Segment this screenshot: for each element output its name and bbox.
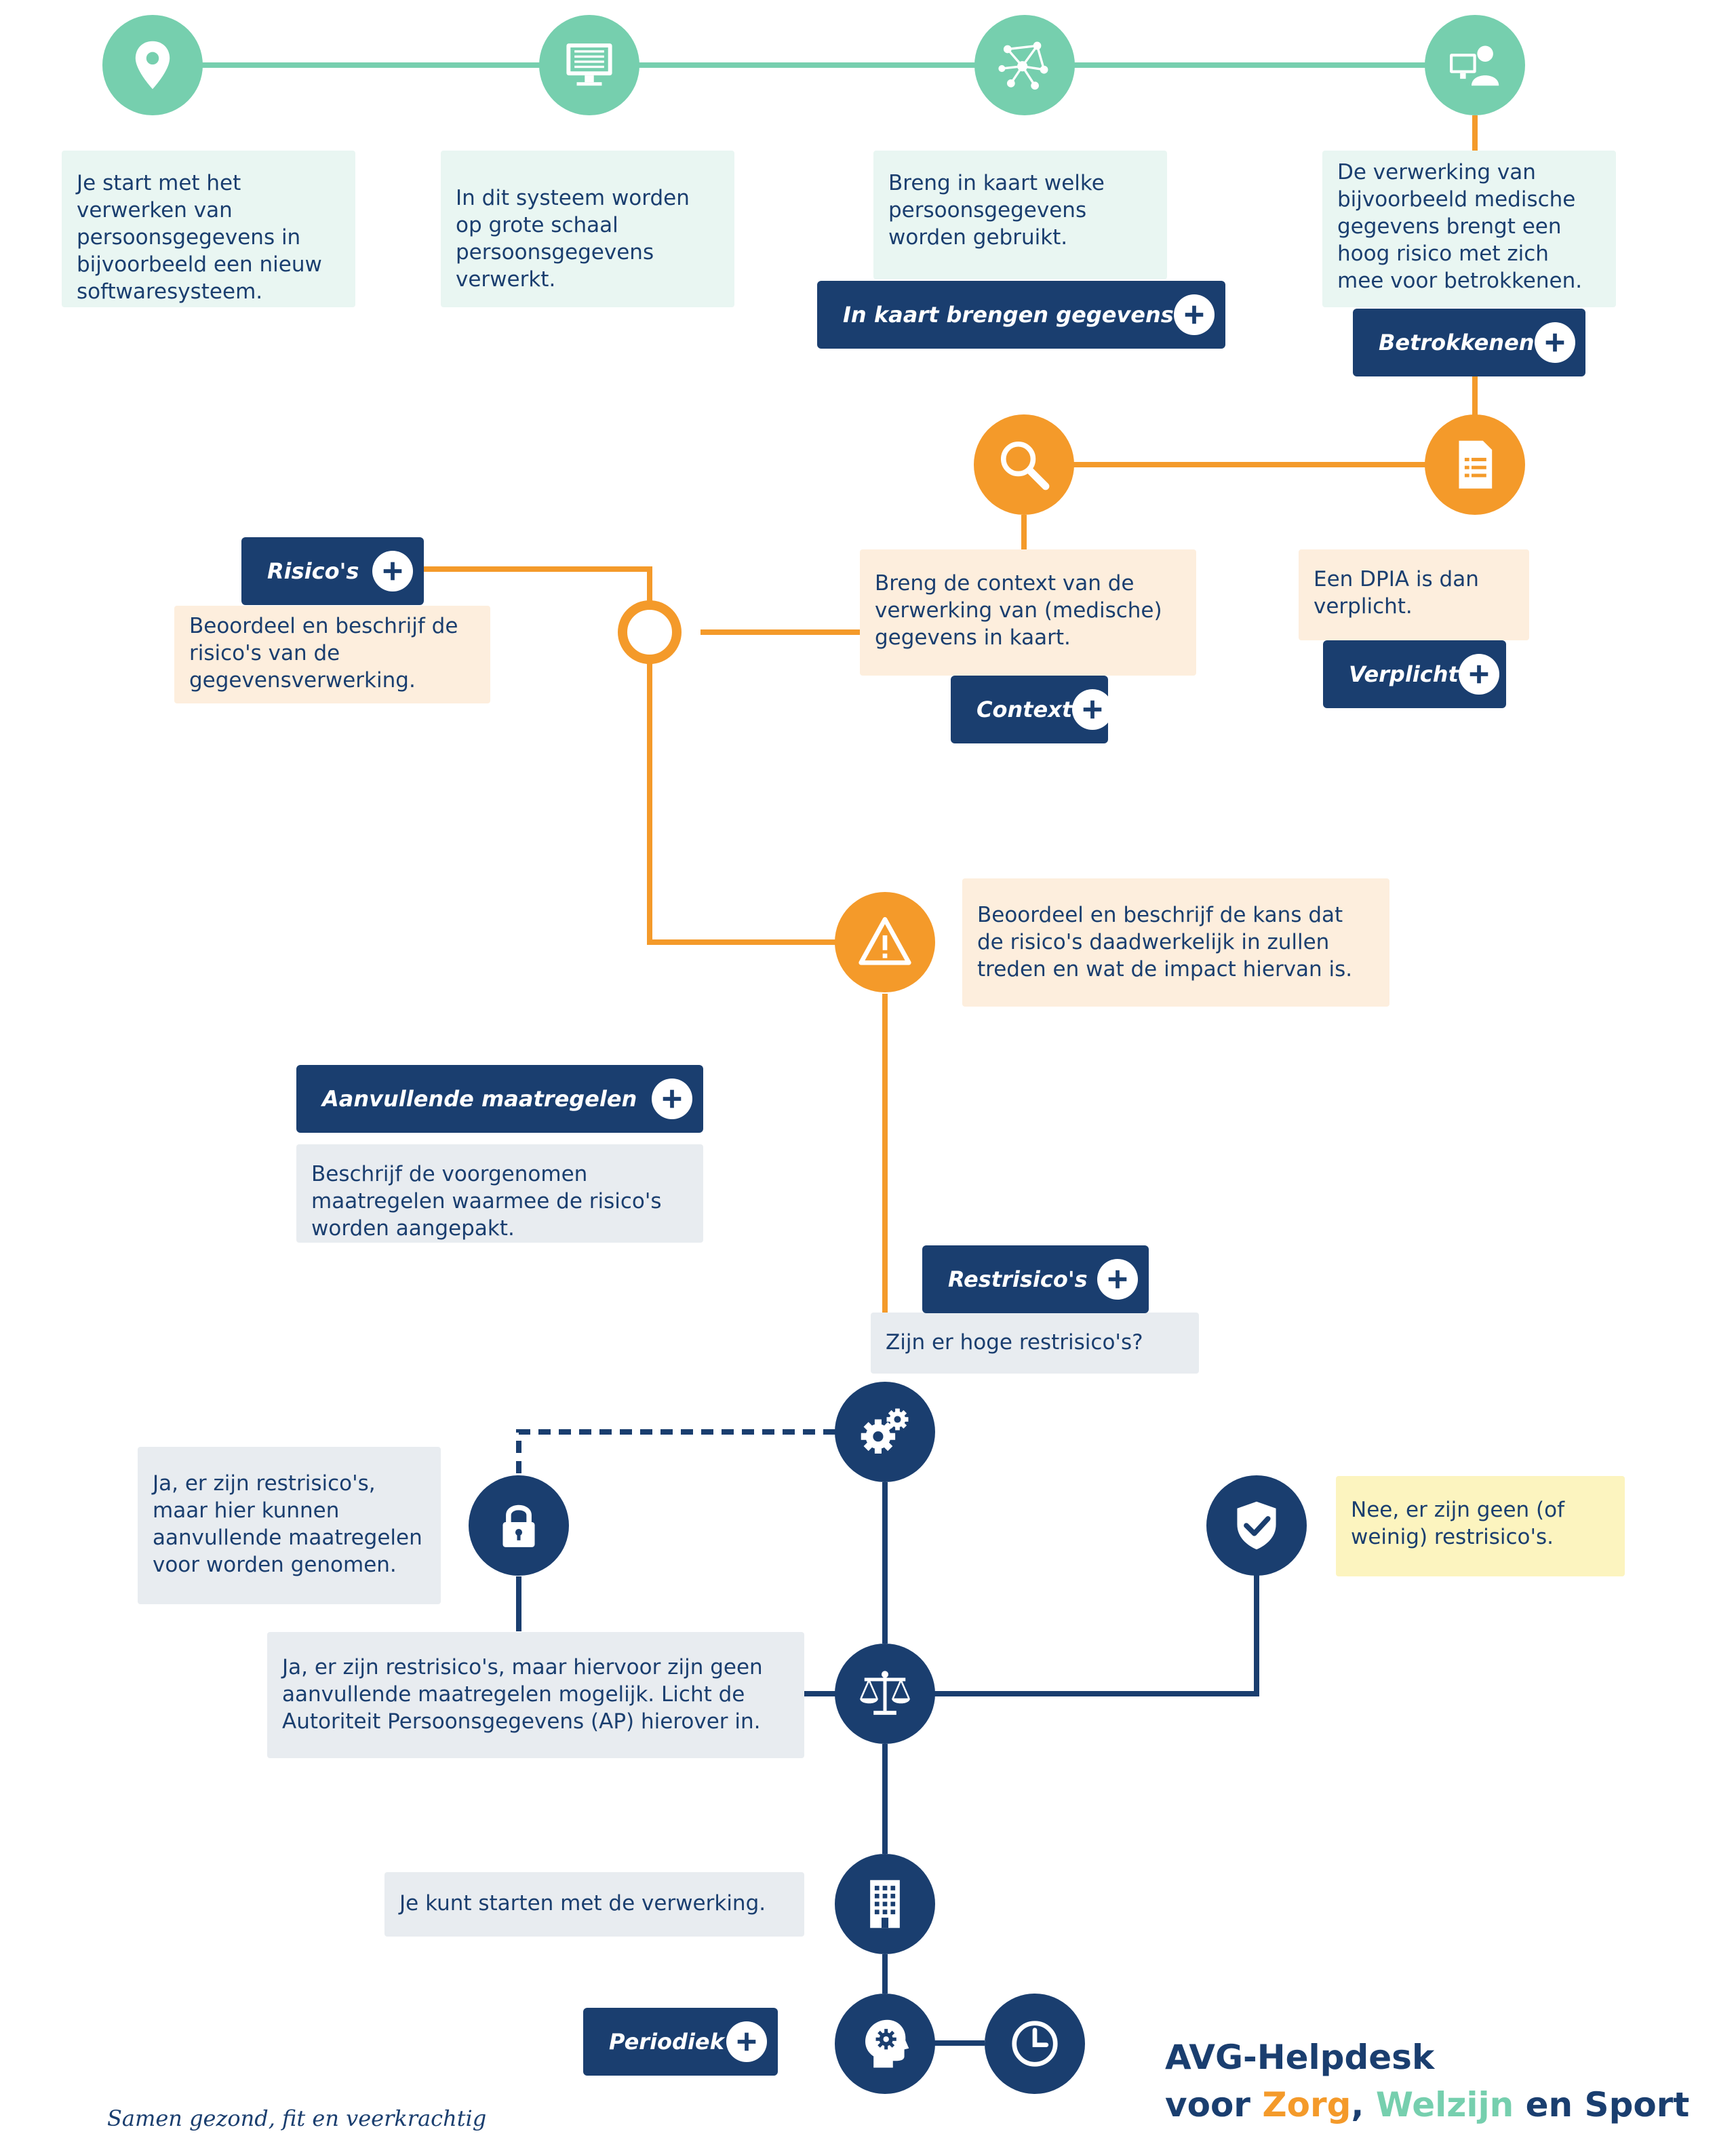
plus-icon: [726, 2021, 767, 2062]
data-map-text-box: Breng in kaart welke persoonsgegevens wo…: [873, 151, 1167, 279]
plus-icon: [1534, 322, 1575, 363]
brand-comma: ,: [1351, 2085, 1376, 2124]
yes-ap-text-box: Ja, er zijn restrisico's, maar hiervoor …: [267, 1632, 804, 1758]
risks-text-box: Beoordeel en beschrijf de risico's van d…: [174, 606, 490, 703]
dpia-text-box: Een DPIA is dan verplicht.: [1299, 549, 1529, 640]
location-pin-icon: [102, 15, 203, 115]
brand-welzijn: Welzijn: [1375, 2085, 1514, 2124]
shield-check-icon: [1206, 1475, 1307, 1576]
head-gear-icon: [835, 1994, 935, 2094]
document-list-icon: [1425, 414, 1525, 515]
measures-button[interactable]: Aanvullende maatregelen: [296, 1065, 703, 1133]
context-button-label: Context: [976, 697, 1073, 722]
no-risks-text-box: Nee, er zijn geen (of weinig) restrisico…: [1336, 1476, 1625, 1576]
network-nodes-icon: [974, 15, 1075, 115]
data-map-button-label: In kaart brengen gegevens: [843, 302, 1174, 328]
clock-icon: [985, 1994, 1085, 2094]
measures-text-box: Beschrijf de voorgenomen maatregelen waa…: [296, 1144, 703, 1243]
brand-title: AVG-Helpdesk: [1165, 2038, 1435, 2077]
plus-icon: [372, 551, 413, 591]
context-button[interactable]: Context: [951, 676, 1113, 743]
mandatory-button-label: Verplicht: [1349, 661, 1459, 687]
residual-button[interactable]: Restrisico's: [922, 1245, 1149, 1313]
gears-icon: [835, 1382, 935, 1482]
residual-button-label: Restrisico's: [948, 1266, 1088, 1292]
system-text-box: In dit systeem worden op grote schaal pe…: [441, 151, 734, 307]
ring-icon: [618, 600, 682, 664]
yes-measures-text-box: Ja, er zijn restrisico's, maar hier kunn…: [138, 1447, 441, 1604]
binary-monitor-icon: [539, 15, 639, 115]
plus-icon: [652, 1079, 692, 1119]
mandatory-button[interactable]: Verplicht: [1323, 640, 1506, 708]
periodic-button-label: Periodiek: [609, 2029, 724, 2055]
medical-text-box: De verwerking van bijvoorbeeld medische …: [1322, 151, 1616, 307]
start-processing-text-box: Je kunt starten met de verwerking.: [384, 1872, 804, 1937]
brand-zorg: Zorg: [1262, 2085, 1352, 2124]
data-map-button[interactable]: In kaart brengen gegevens: [817, 281, 1225, 349]
brand-subtitle: voor Zorg, Welzijn en Sport: [1165, 2085, 1689, 2124]
periodic-button[interactable]: Periodiek: [583, 2008, 778, 2076]
plus-icon: [1072, 689, 1113, 730]
plus-icon: [1174, 294, 1215, 335]
residual-question-box: Zijn er hoge restrisico's?: [871, 1313, 1199, 1374]
office-building-icon: [835, 1854, 935, 1954]
magnifier-icon: [974, 414, 1074, 515]
involved-button-label: Betrokkenen: [1379, 330, 1535, 355]
person-monitor-icon: [1425, 15, 1525, 115]
risks-button-label: Risico's: [267, 558, 359, 584]
brand-en-sport: en Sport: [1514, 2085, 1690, 2124]
context-text-box: Breng de context van de verwerking van (…: [860, 549, 1196, 676]
brand-voor: voor: [1165, 2085, 1263, 2124]
measures-button-label: Aanvullende maatregelen: [322, 1086, 637, 1112]
balance-scale-icon: [835, 1644, 935, 1744]
warning-triangle-icon: [835, 892, 935, 992]
likelihood-text-box: Beoordeel en beschrijf de kans dat de ri…: [962, 878, 1389, 1007]
plus-icon: [1097, 1259, 1138, 1300]
slogan: Samen gezond, fit en veerkrachtig: [107, 2105, 487, 2131]
plus-icon: [1458, 654, 1499, 695]
risks-button[interactable]: Risico's: [241, 537, 424, 605]
padlock-icon: [469, 1475, 569, 1576]
involved-button[interactable]: Betrokkenen: [1353, 309, 1585, 376]
start-text-box: Je start met het verwerken van persoonsg…: [62, 151, 355, 307]
